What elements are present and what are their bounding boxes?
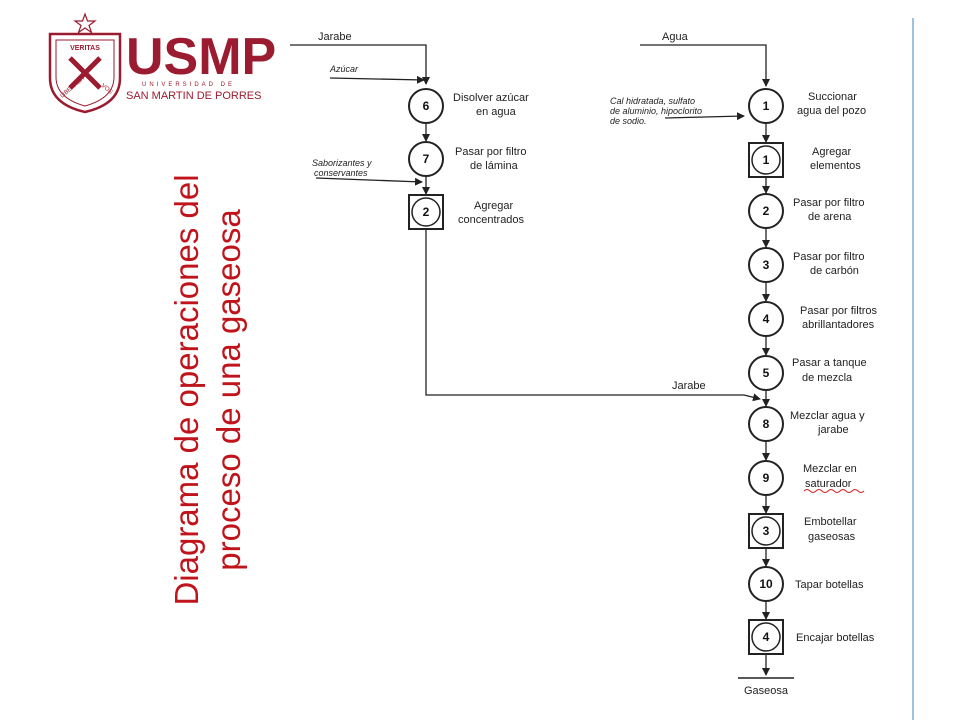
input-cal-1: Cal hidratada, sulfato bbox=[610, 96, 695, 106]
node-label-line1: Agregar bbox=[474, 200, 513, 212]
shield-motto-top: VERITAS bbox=[70, 45, 100, 52]
node-label-line1: Pasar por filtro bbox=[455, 146, 527, 158]
combined-symbol-circle bbox=[411, 197, 441, 227]
input-labels: Jarabe Azúcar Saborizantes y conservante… bbox=[312, 31, 706, 392]
node-label-line1: Pasar por filtro bbox=[793, 251, 865, 263]
right-node-6: 8 Mezclar agua y jarabe bbox=[748, 406, 865, 442]
right-node-9: 10 Tapar botellas bbox=[748, 566, 864, 602]
node-label-line2: elementos bbox=[810, 160, 861, 172]
logo-line1: UNIVERSIDAD DE bbox=[142, 82, 235, 88]
operation-symbol bbox=[408, 141, 444, 177]
node-label-line1: Pasar por filtros bbox=[800, 305, 878, 317]
node-label-line2: jarabe bbox=[817, 424, 849, 436]
node-label-line2: agua del pozo bbox=[797, 105, 866, 117]
input-saborizantes-1: Saborizantes y bbox=[312, 158, 372, 168]
operation-symbol bbox=[408, 88, 444, 124]
operation-symbol bbox=[748, 355, 784, 391]
operation-symbol bbox=[748, 566, 784, 602]
input-jarabe-merge: Jarabe bbox=[672, 380, 706, 392]
title-line2: proceso de una gaseosa bbox=[210, 209, 247, 571]
operation-symbol bbox=[748, 301, 784, 337]
node-number: 6 bbox=[423, 99, 430, 113]
node-label-line2: saturador bbox=[805, 478, 852, 490]
shield-icon: VERITAS LIBERABIT VOS bbox=[48, 12, 122, 114]
node-label-line1: Succionar bbox=[808, 91, 857, 103]
operation-symbol bbox=[748, 193, 784, 229]
node-label-line1: Agregar bbox=[812, 146, 851, 158]
input-azucar: Azúcar bbox=[329, 64, 359, 74]
input-cal-2: de aluminio, hipoclorito bbox=[610, 106, 702, 116]
node-label-line1: Mezclar agua y bbox=[790, 410, 865, 422]
node-label-line1: Mezclar en bbox=[803, 463, 857, 475]
flow-lines bbox=[290, 44, 770, 676]
node-label-line1: Pasar por filtro bbox=[793, 197, 865, 209]
operation-symbol bbox=[748, 406, 784, 442]
node-number: 10 bbox=[759, 577, 773, 591]
node-label-line2: de mezcla bbox=[802, 372, 853, 384]
node-number: 2 bbox=[423, 205, 430, 219]
combined-symbol-circle bbox=[751, 516, 781, 546]
node-label-line1: Embotellar bbox=[804, 516, 857, 528]
node-label-line1: Encajar botellas bbox=[796, 632, 875, 644]
right-node-8: 3 Embotellar gaseosas bbox=[748, 513, 857, 549]
shield-motto-left: LIBERABIT bbox=[59, 75, 87, 100]
node-number: 9 bbox=[763, 471, 770, 485]
left-node-1: 7 Pasar por filtro de lámina bbox=[408, 141, 527, 177]
node-number: 4 bbox=[763, 630, 770, 644]
node-number: 1 bbox=[763, 99, 770, 113]
operation-symbol bbox=[748, 88, 784, 124]
slide-title: Diagrama de operaciones del proceso de u… bbox=[168, 174, 247, 605]
combined-symbol-circle bbox=[751, 145, 781, 175]
node-label-line2: abrillantadores bbox=[802, 319, 875, 331]
operation-symbol bbox=[748, 460, 784, 496]
input-jarabe: Jarabe bbox=[318, 31, 352, 43]
shield-motto-right: VOS bbox=[100, 83, 114, 96]
logo-line2: SAN MARTIN DE PORRES bbox=[126, 90, 262, 102]
node-number: 5 bbox=[763, 366, 770, 380]
node-label-line2: en agua bbox=[476, 106, 517, 118]
node-label-line2: de lámina bbox=[470, 160, 519, 172]
node-number: 7 bbox=[423, 152, 430, 166]
combined-symbol-circle bbox=[751, 622, 781, 652]
node-number: 8 bbox=[763, 417, 770, 431]
usmp-logo: VERITAS LIBERABIT VOS USMP UNIVERSIDAD D… bbox=[48, 12, 276, 114]
node-number: 4 bbox=[763, 312, 770, 326]
node-label-line1: Pasar a tanque bbox=[792, 357, 867, 369]
node-label-line2: concentrados bbox=[458, 214, 525, 226]
node-label-line2: gaseosas bbox=[808, 531, 856, 543]
node-number: 3 bbox=[763, 524, 770, 538]
right-node-0: 1 Succionar agua del pozo bbox=[748, 88, 866, 124]
left-node-0: 6 Disolver azúcar en agua bbox=[408, 88, 529, 124]
input-cal-3: de sodio. bbox=[610, 116, 647, 126]
output-label: Gaseosa bbox=[744, 685, 789, 697]
right-node-1: 1 Agregar elementos bbox=[748, 142, 861, 178]
node-number: 1 bbox=[763, 153, 770, 167]
node-label-line2: de arena bbox=[808, 211, 852, 223]
node-number: 2 bbox=[763, 204, 770, 218]
node-label-line1: Disolver azúcar bbox=[453, 92, 529, 104]
node-label-line1: Tapar botellas bbox=[795, 579, 864, 591]
right-node-3: 3 Pasar por filtro de carbón bbox=[748, 247, 865, 283]
right-node-7: 9 Mezclar en saturador bbox=[748, 460, 865, 496]
left-node-2: 2 Agregar concentrados bbox=[408, 194, 525, 230]
right-node-2: 2 Pasar por filtro de arena bbox=[748, 193, 865, 229]
node-label-line2: de carbón bbox=[810, 265, 859, 277]
title-line1: Diagrama de operaciones del bbox=[168, 174, 205, 605]
node-number: 3 bbox=[763, 258, 770, 272]
input-saborizantes-2: conservantes bbox=[314, 168, 368, 178]
input-agua: Agua bbox=[662, 31, 689, 43]
right-node-4: 4 Pasar por filtros abrillantadores bbox=[748, 301, 878, 337]
operation-symbol bbox=[748, 247, 784, 283]
spellcheck-underline bbox=[803, 489, 865, 493]
right-node-5: 5 Pasar a tanque de mezcla bbox=[748, 355, 867, 391]
right-node-10: 4 Encajar botellas bbox=[748, 619, 875, 655]
logo-acronym: USMP bbox=[126, 28, 276, 86]
star-icon bbox=[73, 12, 97, 35]
